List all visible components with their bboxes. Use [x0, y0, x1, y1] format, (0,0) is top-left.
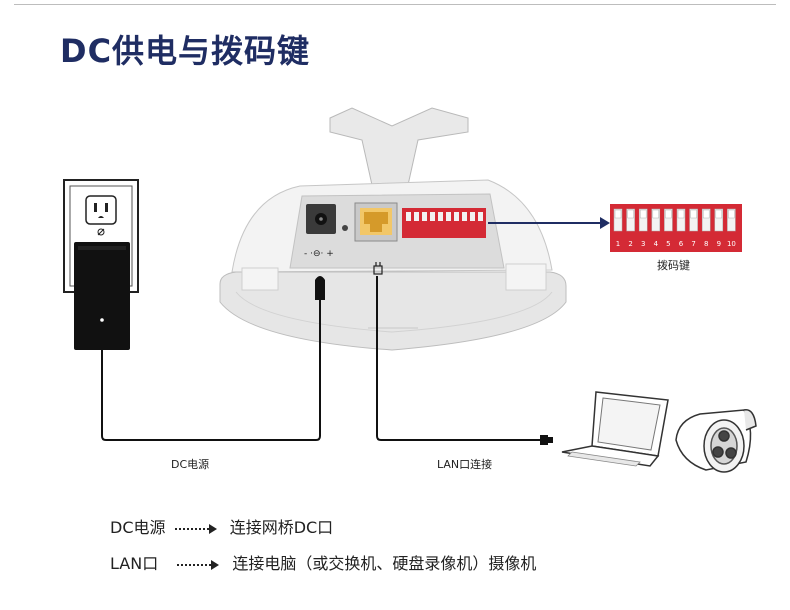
dip-switch-slot — [664, 208, 673, 232]
camera-icon — [675, 409, 757, 473]
dip-switch-number: 2 — [628, 240, 632, 248]
dip-switch-toggle — [690, 209, 697, 219]
bridge-device-icon — [219, 107, 567, 351]
dip-switch-slot — [651, 208, 661, 232]
legend-row-lan: LAN口 连接电脑（或交换机、硬盘录像机）摄像机 — [110, 550, 536, 574]
dip-switch-toggle — [652, 209, 660, 219]
legend-desc-dc: 连接网桥DC口 — [229, 518, 334, 537]
dip-switch-slot — [701, 208, 711, 232]
dip-switch-number: 3 — [641, 240, 645, 248]
lan-cable — [376, 276, 540, 441]
legend-desc-lan: 连接电脑（或交换机、硬盘录像机）摄像机 — [232, 554, 537, 573]
dip-switch-number: 6 — [679, 240, 684, 248]
lan-port-symbol-icon — [373, 262, 383, 275]
lan-cable-label: LAN口连接 — [437, 458, 493, 471]
rj45-plug-icon — [540, 435, 553, 445]
dip-switch-slot — [676, 208, 686, 232]
dip-switch-label: 拨码键 — [657, 259, 690, 272]
dip-switch-toggle — [702, 209, 710, 219]
device-dip-slots-icon — [406, 212, 483, 221]
dip-switch-slot — [626, 208, 635, 232]
dip-switch-toggle — [639, 209, 647, 219]
dip-switch-toggle — [614, 209, 622, 219]
dip-switch-slot — [714, 208, 724, 232]
power-adapter-icon — [74, 242, 130, 350]
page-title: DC供电与拨码键 — [60, 32, 311, 70]
legend-row-dc: DC电源 连接网桥DC口 — [110, 514, 333, 538]
laptop-icon — [561, 391, 669, 467]
dip-switch-number: 1 — [616, 240, 620, 248]
dip-switch-number: 9 — [717, 240, 721, 248]
dip-switch-slot — [727, 208, 736, 232]
legend-term-lan: LAN口 — [110, 554, 159, 573]
legend-term-dc: DC电源 — [110, 518, 166, 537]
dotted-arrow-icon — [177, 559, 220, 570]
dip-switch-slot — [613, 208, 623, 232]
dip-switch-toggle — [627, 209, 634, 219]
dip-switch-number: 10 — [727, 240, 736, 248]
top-divider — [14, 4, 776, 5]
dip-switch-number: 7 — [691, 240, 695, 248]
dc-jack-marking: - ·⊖· + — [304, 249, 334, 259]
dc-cable-label: DC电源 — [171, 458, 210, 471]
dip-switch-toggle — [677, 209, 685, 219]
dip-switch-toggle — [728, 209, 735, 219]
dip-callout-arrowhead-icon — [600, 217, 610, 229]
dip-switch-number: 4 — [654, 240, 659, 248]
dip-switch-number: 5 — [666, 240, 670, 248]
dip-switch-number: 8 — [704, 240, 708, 248]
dip-switch-toggle — [665, 209, 672, 219]
dc-power-cable — [101, 298, 321, 441]
dip-switch-slot — [638, 208, 648, 232]
dip-switch-toggle — [715, 209, 723, 219]
dotted-arrow-icon — [174, 523, 217, 534]
dip-switch-slot — [689, 208, 698, 232]
dc-plug-icon — [315, 276, 325, 300]
